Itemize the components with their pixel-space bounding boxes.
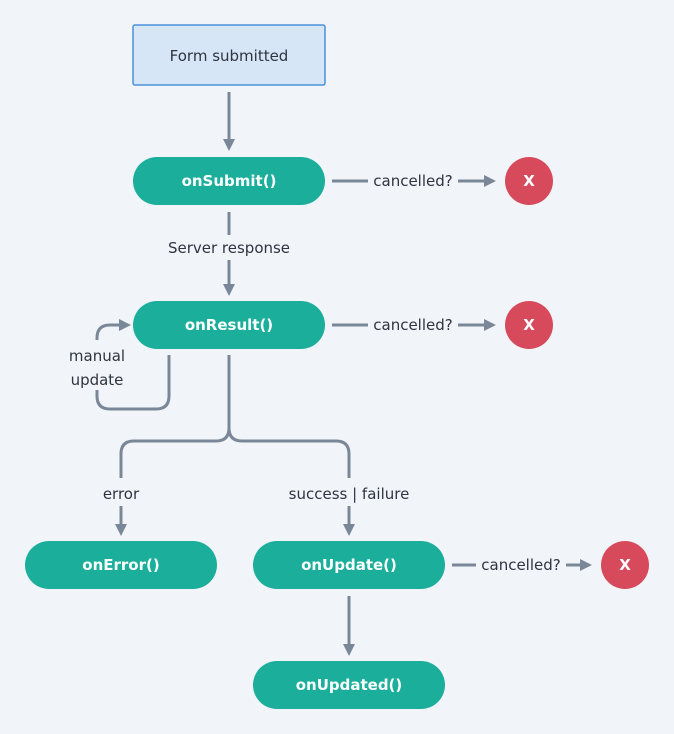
start-node: Form submitted (132, 24, 326, 86)
cancel-marker-onsubmit: X (505, 157, 553, 205)
onupdated-node: onUpdated() (253, 661, 445, 709)
onresult-node: onResult() (133, 301, 325, 349)
edge-label-success-failure: success | failure (289, 485, 410, 503)
onresult-node-label: onResult() (185, 316, 273, 334)
edge-onresult-branch (119, 355, 231, 478)
edge-label-cancelled-2: cancelled? (373, 316, 452, 334)
cancel-marker-onresult-label: X (523, 316, 535, 334)
edge-label-cancelled-3: cancelled? (481, 556, 560, 574)
cancel-marker-onsubmit-label: X (523, 172, 535, 190)
edge-label-error: error (103, 485, 140, 503)
edge-label-cancelled-1: cancelled? (373, 172, 452, 190)
onsubmit-node-label: onSubmit() (182, 172, 277, 190)
cancel-marker-onupdate: X (601, 541, 649, 589)
onupdate-node-label: onUpdate() (301, 556, 397, 574)
start-node-label: Form submitted (170, 47, 289, 65)
edge-label-update: update (71, 371, 124, 389)
edge-manual-update-loop-upper (95, 319, 131, 340)
onerror-node: onError() (25, 541, 217, 589)
onerror-node-label: onError() (82, 556, 159, 574)
edge-label-manual: manual (69, 347, 125, 365)
edge-manual-update-loop-lower (95, 355, 171, 411)
cancel-marker-onresult: X (505, 301, 553, 349)
edge-label-server-response: Server response (168, 239, 290, 257)
onsubmit-node: onSubmit() (133, 157, 325, 205)
onupdate-node: onUpdate() (253, 541, 445, 589)
cancel-marker-onupdate-label: X (619, 556, 631, 574)
edge-onresult-branch-right (227, 427, 351, 478)
onupdated-node-label: onUpdated() (296, 676, 403, 694)
